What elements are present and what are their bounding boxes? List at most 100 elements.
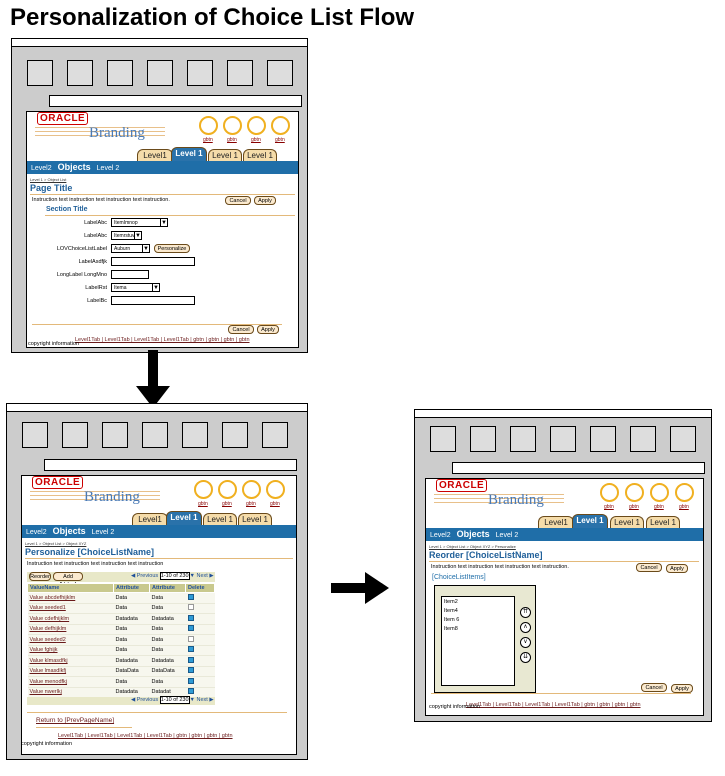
pagination[interactable]: ◀ Previous 1-10 of 230▼ Next ▶ [131,572,214,580]
footer-links[interactable]: Level1Tab | Level1Tab | Level1Tab | Leve… [466,702,641,708]
toolbar-button[interactable] [182,422,208,448]
gbtn-icon[interactable] [625,483,644,502]
toolbar-button[interactable] [27,60,53,86]
delete-checkbox[interactable] [187,688,194,695]
value-name-link[interactable]: Value fghijk [27,645,114,656]
footer-links[interactable]: Level1Tab | Level1Tab | Level1Tab | Leve… [58,733,233,739]
gbtn-label[interactable]: gbtn [629,504,639,510]
toolbar-button[interactable] [62,422,88,448]
next-link[interactable]: Next [196,697,208,703]
gbtn-label[interactable]: gbtn [246,501,256,507]
value-name-link[interactable]: Value seeded2 [27,634,114,646]
next-link[interactable]: Next [196,573,208,579]
nav-level2[interactable]: Level2 [31,165,52,172]
list-item[interactable]: Item2 [444,599,458,605]
toolbar-button[interactable] [670,426,696,452]
breadcrumb[interactable]: Level 1 > Object List > Object XYZ [25,541,87,546]
tab-level1[interactable]: Level 1 [243,149,277,161]
address-bar[interactable] [44,459,297,471]
gbtn-icon[interactable] [271,116,290,135]
toolbar-button[interactable] [630,426,656,452]
toolbar-button[interactable] [590,426,616,452]
gbtn-label[interactable]: gbtn [679,504,689,510]
delete-checkbox[interactable] [187,593,194,600]
select-field[interactable]: ItemImnop [111,218,161,227]
value-name-link[interactable]: Value menodfkj [27,676,114,688]
gbtn-label[interactable]: gbtn [270,501,280,507]
dropdown-arrow-icon[interactable]: ▼ [152,283,160,292]
apply-button[interactable]: Apply [254,196,276,205]
delete-checkbox[interactable] [187,656,194,663]
toolbar-button[interactable] [187,60,213,86]
list-item[interactable]: Item 6 [444,617,460,623]
delete-checkbox[interactable] [187,667,194,674]
tab-level1-active[interactable]: Level 1 [166,511,202,525]
text-field[interactable] [111,296,195,305]
text-field[interactable] [111,257,195,266]
delete-checkbox[interactable] [187,614,194,621]
gbtn-icon[interactable] [218,480,237,499]
add-value-button[interactable]: Add [Value] [53,572,83,588]
col-delete[interactable]: Delete [185,583,215,593]
col-valuename[interactable]: ValueName [27,583,114,593]
gbtn-icon[interactable] [194,480,213,499]
toolbar-button[interactable] [510,426,536,452]
tab-level1[interactable]: Level 1 [208,149,242,161]
previous-link[interactable]: Previous [136,573,159,579]
toolbar-button[interactable] [67,60,93,86]
footer-links[interactable]: Level1Tab | Level1Tab | Level1Tab | Leve… [75,337,250,343]
personalize-button[interactable]: Personalize [154,244,190,253]
value-name-link[interactable]: Value cdefhijklm [27,613,114,625]
lov-choice-field[interactable]: Auburn [111,244,143,253]
value-name-link[interactable]: Value abcdefhijklm [27,592,114,604]
gbtn-label[interactable]: gbtn [654,504,664,510]
gbtn-label[interactable]: gbtn [604,504,614,510]
gbtn-label[interactable]: gbtn [275,137,285,143]
delete-checkbox[interactable] [187,635,194,642]
nav-objects[interactable]: Objects [52,526,86,536]
range-select[interactable]: 1-10 of 230 [159,572,190,580]
breadcrumb[interactable]: Level 1 > Object List > Object XYZ > Per… [429,544,516,549]
col-attribute[interactable]: Attribute [149,583,186,593]
toolbar-button[interactable] [142,422,168,448]
move-up-icon[interactable]: ∧ [520,622,531,633]
tab-level1[interactable]: Level1 [538,516,574,528]
reorder-button[interactable]: Reorder [29,572,51,581]
nav-level2[interactable]: Level2 [26,529,47,536]
toolbar-button[interactable] [267,60,293,86]
toolbar-button[interactable] [550,426,576,452]
toolbar-button[interactable] [107,60,133,86]
tab-level1[interactable]: Level 1 [238,513,272,525]
toolbar-button[interactable] [102,422,128,448]
gbtn-label[interactable]: gbtn [227,137,237,143]
toolbar-button[interactable] [470,426,496,452]
value-name-link[interactable]: Value seeded1 [27,603,114,614]
tab-level1[interactable]: Level 1 [610,516,644,528]
apply-button[interactable]: Apply [671,684,693,693]
gbtn-icon[interactable] [675,483,694,502]
cancel-button[interactable]: Cancel [636,563,662,572]
address-bar[interactable] [49,95,302,107]
delete-checkbox[interactable] [187,677,194,684]
dropdown-arrow-icon[interactable]: ▼ [142,244,150,253]
nav-level2b[interactable]: Level 2 [91,529,115,536]
toolbar-button[interactable] [262,422,288,448]
cancel-button[interactable]: Cancel [641,683,667,692]
gbtn-icon[interactable] [223,116,242,135]
item-listbox[interactable]: Item2 Item4 Item 6 Item8 [441,596,515,686]
col-attribute[interactable]: Attribute [113,583,150,593]
select-field[interactable]: Itemrstuvwx [111,231,141,240]
return-link[interactable]: Return to [PrevPageName] [36,717,115,724]
gbtn-label[interactable]: gbtn [198,501,208,507]
value-name-link[interactable]: Value lmasdlkfj [27,666,114,677]
delete-checkbox[interactable] [187,604,194,611]
address-bar[interactable] [452,462,705,474]
tab-level1-active[interactable]: Level 1 [572,514,608,528]
toolbar-button[interactable] [430,426,456,452]
gbtn-label[interactable]: gbtn [251,137,261,143]
gbtn-label[interactable]: gbtn [203,137,213,143]
gbtn-label[interactable]: gbtn [222,501,232,507]
breadcrumb[interactable]: Level 1 > Object List [30,177,67,182]
toolbar-button[interactable] [22,422,48,448]
dropdown-arrow-icon[interactable]: ▼ [160,218,168,227]
